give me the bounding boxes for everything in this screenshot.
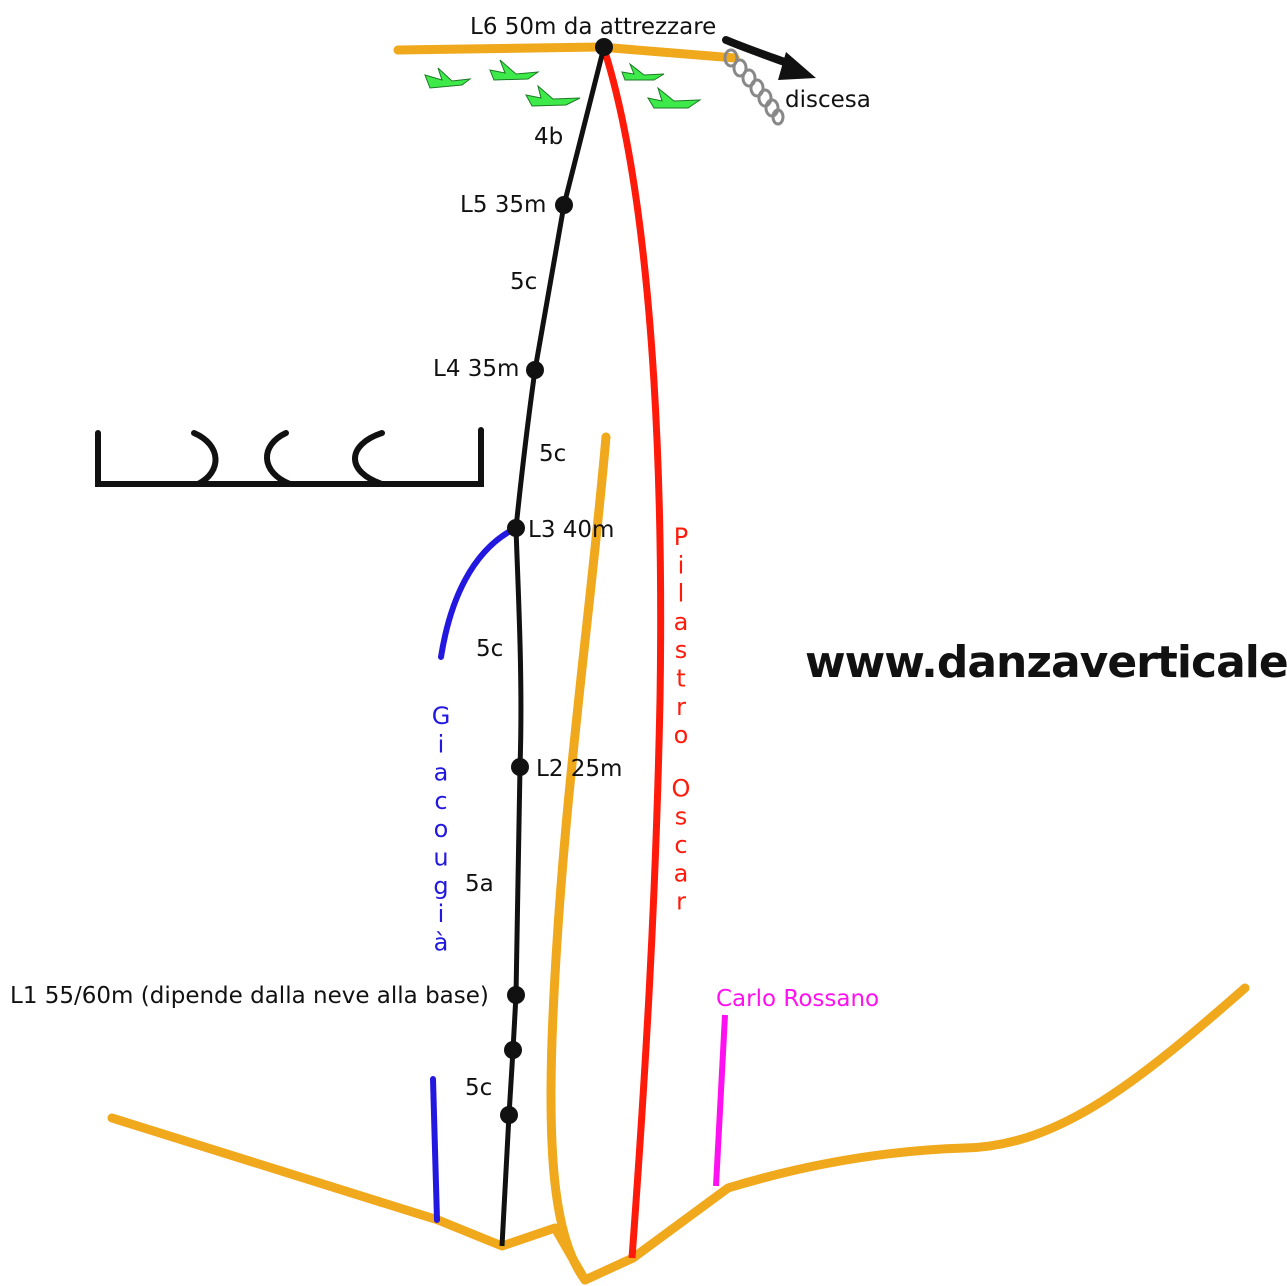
descent-arrow-head — [778, 52, 816, 80]
roof-symbol — [95, 427, 484, 487]
route-name-letter: O — [672, 774, 691, 802]
route-name-letter: s — [675, 803, 688, 831]
bolt-point — [500, 1106, 518, 1124]
main-route-line — [499, 46, 607, 1247]
belay-label-l3: L3 40m — [528, 517, 614, 543]
roof-bracket — [95, 427, 484, 487]
route-name-letter: o — [434, 815, 449, 843]
route-name-carlo-rossano: Carlo Rossano — [716, 986, 879, 1012]
belay-label-l4: L4 35m — [433, 356, 519, 382]
route-name-letter: i — [678, 551, 685, 579]
grass-tuft — [621, 62, 665, 81]
belay-label-l2: L2 25m — [536, 756, 622, 782]
route-name-letter: r — [676, 693, 686, 721]
roof-arc — [352, 430, 385, 487]
grass-tufts — [424, 59, 702, 109]
route-name-letter: u — [433, 844, 448, 872]
roof-arc — [191, 430, 219, 487]
pillar-outline-left — [546, 432, 611, 1285]
grade-label-pitch-1: 5c — [465, 1075, 492, 1101]
base-ground-line — [107, 983, 1250, 1285]
route-name-letter: o — [674, 721, 689, 749]
grade-label-pitch-2: 5a — [465, 871, 494, 897]
belay-label-l6: L6 50m da attrezzare — [470, 14, 716, 40]
belay-label-l5: L5 35m — [460, 192, 546, 218]
grade-label-pitch-6: 4b — [534, 124, 563, 150]
route-name-letter: c — [674, 831, 687, 859]
route-name-letter: g — [433, 872, 448, 900]
grass-tuft — [489, 59, 540, 81]
route-giacougia-upper — [438, 527, 515, 660]
summit-ridge-line — [393, 42, 740, 63]
grade-label-pitch-3: 5c — [476, 636, 503, 662]
route-name-letter: r — [676, 888, 686, 916]
belay-stations — [500, 38, 613, 1124]
grass-tuft — [646, 86, 702, 109]
route-name-letter: c — [434, 787, 447, 815]
belay-label-l1: L1 55/60m (dipende dalla neve alla base) — [10, 983, 489, 1009]
route-name-letter: P — [674, 523, 688, 551]
grass-tuft — [525, 84, 581, 107]
route-name-letter: a — [674, 608, 689, 636]
belay-station-l6 — [595, 38, 613, 56]
website-label: www.danzaverticale.it — [805, 637, 1287, 688]
route-name-letter: G — [432, 702, 451, 730]
grass-tuft — [424, 67, 472, 89]
route-name-letter: a — [674, 859, 689, 887]
roof-arc — [264, 430, 293, 487]
grade-label-pitch-4: 5c — [539, 441, 566, 467]
route-giacougia-lines — [430, 527, 515, 1223]
route-name-letter: l — [678, 580, 685, 608]
descent-label: discesa — [785, 87, 871, 113]
belay-station-l4 — [526, 361, 544, 379]
belay-station-l5 — [555, 196, 573, 214]
route-carlo-rossano-line — [713, 1014, 728, 1187]
descent-chain — [723, 48, 785, 126]
belay-station-l1 — [507, 986, 525, 1004]
belay-station-l2 — [511, 758, 529, 776]
grade-label-pitch-5: 5c — [510, 269, 537, 295]
bolt-point — [504, 1041, 522, 1059]
route-name-letter: i — [438, 730, 445, 758]
route-name-letter: a — [434, 759, 449, 787]
route-name-letter: à — [434, 928, 449, 956]
route-pilastro-oscar-line — [602, 53, 665, 1259]
route-name-letter: i — [438, 900, 445, 928]
belay-station-l3 — [507, 519, 525, 537]
route-name-letter: t — [676, 665, 685, 693]
route-giacougia-lower — [430, 1076, 440, 1223]
route-name-letter: s — [675, 636, 688, 664]
descent-arrow — [722, 36, 816, 80]
